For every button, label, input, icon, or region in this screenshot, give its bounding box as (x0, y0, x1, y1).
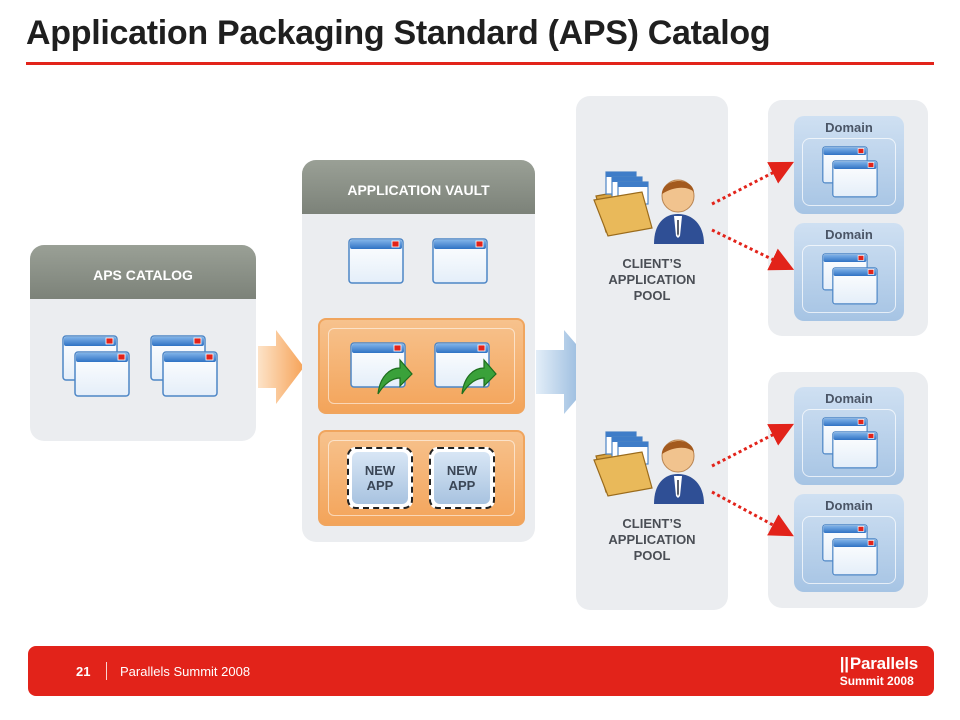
new-app-placeholder: NEW APP (347, 447, 413, 509)
domain-box: Domain (794, 223, 904, 321)
client-pool-label: CLIENT’S APPLICATION POOL (608, 516, 696, 563)
footer-bar: 21 Parallels Summit 2008 ||Parallels Sum… (28, 646, 934, 696)
flow-arrow-blue (536, 330, 600, 414)
updated-apps-box (318, 318, 525, 414)
flow-arrow-orange (258, 330, 304, 404)
title-underline (26, 62, 934, 65)
application-vault-header: APPLICATION VAULT (302, 160, 535, 214)
domain-label: Domain (825, 498, 873, 513)
client-pool-label: CLIENT’S APPLICATION POOL (608, 256, 696, 303)
page-title: Application Packaging Standard (APS) Cat… (26, 14, 771, 52)
page-number: 21 (76, 664, 91, 679)
connector-arrow (711, 423, 795, 468)
parallels-logo: ||Parallels Summit 2008 (839, 654, 918, 688)
client-pool-icon (593, 171, 704, 244)
event-name: Parallels Summit 2008 (120, 664, 251, 679)
footer-divider (106, 662, 107, 680)
update-arrow-icon (377, 358, 413, 395)
connector-arrow (711, 490, 794, 537)
connector-arrow (711, 228, 795, 271)
aps-catalog-header: APS CATALOG (30, 245, 256, 299)
domain-box: Domain (794, 116, 904, 214)
new-app-label: NEW APP (352, 452, 408, 504)
domain-box: Domain (794, 387, 904, 485)
new-apps-box: NEW APP NEW APP (318, 430, 525, 526)
new-app-label: NEW APP (434, 452, 490, 504)
client-pool-icon (593, 431, 704, 504)
new-app-placeholder: NEW APP (429, 447, 495, 509)
client-pools-panel (576, 96, 728, 610)
aps-catalog-panel: APS CATALOG (30, 245, 256, 441)
update-arrow-icon (461, 358, 497, 395)
domain-label: Domain (825, 227, 873, 242)
domain-label: Domain (825, 120, 873, 135)
connector-arrow (711, 161, 795, 206)
domain-box: Domain (794, 494, 904, 592)
domain-label: Domain (825, 391, 873, 406)
